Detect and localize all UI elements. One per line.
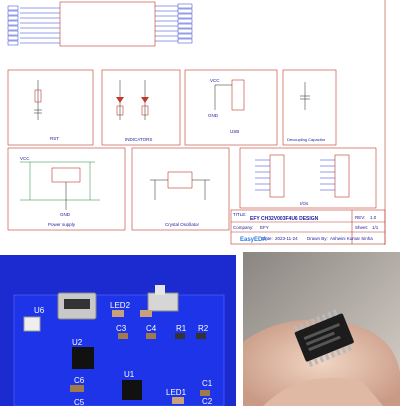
indicators-label: INDICATORS bbox=[125, 137, 152, 142]
rst-label: RST bbox=[50, 136, 59, 141]
pcb-render: U6 LED2 C3 C4 R1 R2 U2 C6 U1 LED1 C1 C2 … bbox=[0, 255, 236, 406]
silk-c4: C4 bbox=[146, 324, 157, 333]
title-block: TITLE: EFY CH32V003F4U6 DESIGN REV: 1.0 … bbox=[230, 209, 386, 245]
mcu-region bbox=[7, 1, 193, 47]
company-value: EFY bbox=[260, 225, 269, 230]
sheet-caption: Sheet: bbox=[355, 225, 368, 230]
power-label: Power supply bbox=[48, 222, 76, 227]
chip-photo bbox=[243, 252, 400, 406]
date-caption: Date: bbox=[262, 236, 273, 241]
usb-label: USB bbox=[230, 129, 239, 134]
io-block: I/Os bbox=[239, 147, 377, 209]
silk-u6: U6 bbox=[34, 306, 45, 315]
chip-package bbox=[293, 309, 354, 367]
silk-c5: C5 bbox=[74, 398, 85, 406]
easyeda-logo: EasyEDA bbox=[240, 237, 267, 243]
silk-c1: C1 bbox=[202, 379, 213, 388]
chip-photo-canvas bbox=[243, 252, 400, 406]
rev-value: 1.0 bbox=[370, 215, 377, 220]
date-value: 2023-11-24 bbox=[275, 236, 298, 241]
company-caption: Company: bbox=[233, 225, 254, 230]
decoupling-block: Decoupling Capacitor bbox=[282, 69, 337, 146]
silk-c3: C3 bbox=[116, 324, 127, 333]
crystal-block: Crystal Oscillator bbox=[131, 147, 230, 231]
power-gnd-label: GND bbox=[60, 212, 71, 217]
schematic-canvas: RST INDICATORS VCC GND USB Decoupling Ca… bbox=[7, 0, 386, 245]
usb-block: VCC GND USB bbox=[184, 69, 278, 146]
schematic-view: RST INDICATORS VCC GND USB Decoupling Ca… bbox=[7, 0, 386, 245]
crystal-label: Crystal Oscillator bbox=[165, 222, 200, 227]
io-label: I/Os bbox=[300, 201, 309, 206]
silk-u2: U2 bbox=[72, 338, 83, 347]
silk-r1: R1 bbox=[176, 324, 187, 333]
pcb-canvas: U6 LED2 C3 C4 R1 R2 U2 C6 U1 LED1 C1 C2 … bbox=[0, 255, 236, 406]
indicators-block: INDICATORS bbox=[101, 69, 181, 146]
power-block: VCC GND Power supply bbox=[7, 147, 126, 231]
title-caption: TITLE: bbox=[233, 212, 247, 217]
usb-gnd-label: GND bbox=[208, 113, 219, 118]
rev-caption: REV: bbox=[355, 215, 365, 220]
silk-r2: R2 bbox=[198, 324, 209, 333]
decoupling-label: Decoupling Capacitor bbox=[287, 137, 326, 142]
drawn-value: Ashwini Kumar Sinha bbox=[330, 236, 373, 241]
silk-c2: C2 bbox=[202, 397, 213, 406]
drawn-caption: Drawn By: bbox=[307, 236, 328, 241]
rst-block: RST bbox=[7, 69, 94, 146]
sheet-value: 1/1 bbox=[372, 225, 379, 230]
silk-led1: LED1 bbox=[166, 388, 187, 397]
power-vcc-label: VCC bbox=[20, 156, 30, 161]
usb-vcc-label: VCC bbox=[210, 78, 220, 83]
silk-u1: U1 bbox=[124, 370, 135, 379]
title-text: EFY CH32V003F4U6 DESIGN bbox=[250, 216, 319, 222]
silk-led2: LED2 bbox=[110, 301, 131, 310]
silk-c6: C6 bbox=[74, 376, 85, 385]
